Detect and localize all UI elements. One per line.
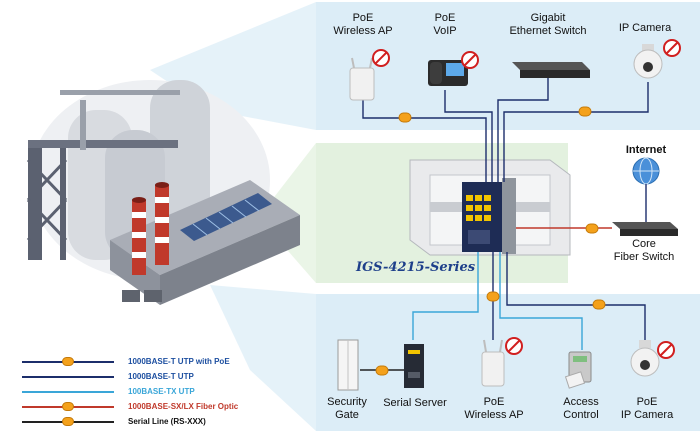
no-power-badge-icon xyxy=(663,39,681,57)
legend-label: Serial Line (RS-XXX) xyxy=(128,417,206,426)
legend-item: 1000BASE-T UTP with PoE xyxy=(22,355,272,369)
label-line: Gigabit xyxy=(530,12,566,24)
label-line: Wireless AP xyxy=(464,409,524,421)
top-device-label: IP Camera xyxy=(610,22,680,35)
label-line: Core xyxy=(632,238,656,250)
poe-badge xyxy=(398,112,412,123)
label-line: Control xyxy=(563,409,599,421)
legend-line xyxy=(22,376,114,378)
poe-badge xyxy=(578,106,592,117)
no-power-badge-icon xyxy=(657,341,675,359)
top-wedge xyxy=(150,2,316,130)
label-line: Fiber Switch xyxy=(613,251,675,263)
label-line: Serial Server xyxy=(383,397,447,409)
label-line: VoIP xyxy=(433,25,457,37)
serial-server-icon xyxy=(404,344,424,388)
fiber-badge xyxy=(585,223,599,234)
link-access-control xyxy=(499,252,583,350)
ip-camera-icon xyxy=(630,340,660,377)
label-line: Access xyxy=(563,396,599,408)
label-line: PoE xyxy=(483,396,505,408)
label-line: PoE xyxy=(434,12,456,24)
label-line: Gate xyxy=(335,409,359,421)
bottom-device-label: PoE IP Camera xyxy=(614,396,680,422)
poe-badge-icon xyxy=(62,357,74,366)
bottom-device-label: Security Gate xyxy=(318,396,376,422)
igs-4215-switch xyxy=(462,178,516,254)
serial-badge-icon xyxy=(62,417,74,426)
label-line: PoE xyxy=(636,396,658,408)
legend-label: 100BASE-TX UTP xyxy=(128,387,195,396)
voip-phone-icon xyxy=(428,60,468,86)
legend-item: 100BASE-TX UTP xyxy=(22,385,272,399)
bottom-device-label: PoE Wireless AP xyxy=(462,396,526,422)
label-line: PoE xyxy=(352,12,374,24)
core-fiber-switch-label: Core Fiber Switch xyxy=(604,238,684,264)
no-power-badge-icon xyxy=(372,49,390,67)
legend-line xyxy=(22,391,114,393)
label-line: Security xyxy=(327,396,367,408)
internet-label: Internet xyxy=(625,144,667,156)
serial-badge xyxy=(375,365,389,376)
label-line: Wireless AP xyxy=(333,25,393,37)
model-name: IGS-4215-Series xyxy=(356,260,476,275)
legend-label: 1000BASE-SX/LX Fiber Optic xyxy=(128,402,239,411)
wireless-ap-icon xyxy=(481,339,505,387)
link-bottom-camera xyxy=(506,252,646,345)
line-badges xyxy=(375,106,606,376)
no-power-badge-icon xyxy=(505,337,523,355)
core-fiber-switch-icon xyxy=(612,222,678,236)
bottom-wedge xyxy=(210,285,316,431)
top-device-label: Gigabit Ethernet Switch xyxy=(503,12,593,38)
label-line: IP Camera xyxy=(618,22,672,34)
legend-item: 1000BASE-SX/LX Fiber Optic xyxy=(22,400,272,414)
internet-globe-icon xyxy=(632,157,660,185)
link-top-switch xyxy=(497,78,549,182)
top-device-label: PoE VoIP xyxy=(420,12,470,38)
legend-item: 1000BASE-T UTP xyxy=(22,370,272,384)
legend-item: Serial Line (RS-XXX) xyxy=(22,415,272,429)
access-control-icon xyxy=(564,351,592,389)
fiber-badge-icon xyxy=(62,402,74,411)
link-top-ap xyxy=(362,100,487,182)
bottom-device-label: Serial Server xyxy=(378,397,452,410)
ip-camera-icon xyxy=(633,44,663,79)
wireless-ap-icon xyxy=(349,57,375,101)
bottom-device-label: Access Control xyxy=(556,396,606,422)
security-gate-icon xyxy=(337,339,359,391)
legend-label: 1000BASE-T UTP with PoE xyxy=(128,357,230,366)
poe-badge xyxy=(592,299,606,310)
poe-badge xyxy=(486,291,500,302)
no-power-badge-icon xyxy=(461,51,479,69)
link-top-camera xyxy=(503,82,649,182)
top-device-label: PoE Wireless AP xyxy=(333,12,393,38)
ethernet-switch-icon xyxy=(512,62,590,78)
factory-illustration xyxy=(26,80,300,305)
link-serial-server xyxy=(412,252,479,340)
label-line: Ethernet Switch xyxy=(509,25,587,37)
link-top-voip xyxy=(444,90,493,182)
legend-label: 1000BASE-T UTP xyxy=(128,372,194,381)
label-line: IP Camera xyxy=(620,409,674,421)
